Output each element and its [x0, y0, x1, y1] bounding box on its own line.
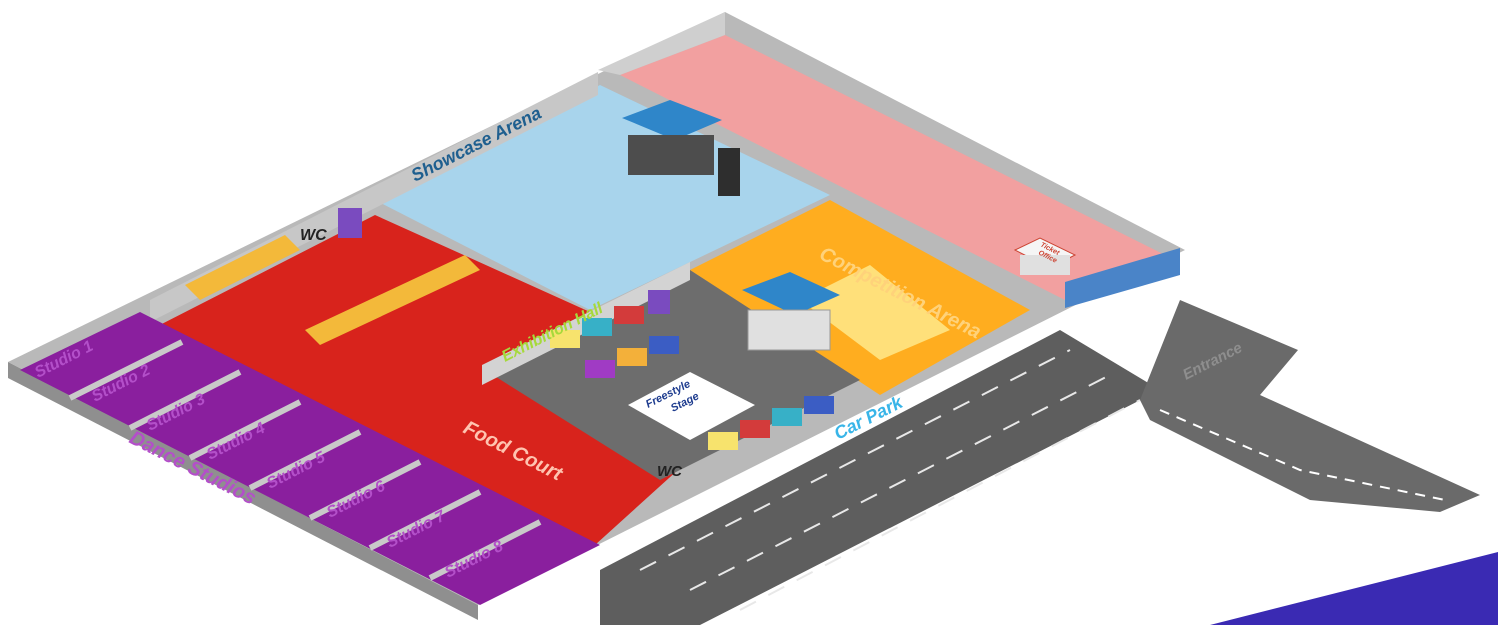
pink-zone	[620, 35, 1165, 300]
studio-dividers	[68, 339, 542, 581]
competition-stage-floor	[800, 265, 950, 360]
glass-facade	[1065, 248, 1180, 308]
road-center-line	[1159, 409, 1446, 501]
venue-base-edge	[8, 362, 478, 620]
wc-label-top: WC	[300, 227, 327, 244]
wc-label-bottom: WC	[657, 463, 683, 480]
food-court-tents	[185, 235, 480, 345]
corner-stage-photo	[1210, 552, 1498, 625]
exhibition-booths	[550, 306, 834, 450]
food-court-floor	[150, 215, 700, 545]
competition-stage	[742, 272, 840, 351]
showcase-stage	[622, 100, 740, 196]
wc-cubicles-exhibition	[648, 290, 670, 314]
entrance-road	[1140, 300, 1480, 512]
parking-lines	[639, 349, 1141, 611]
car-park-lot	[600, 330, 1160, 625]
freestyle-stage-floor	[628, 372, 755, 440]
wc-cubicles-top	[338, 208, 362, 238]
ticket-booth	[1013, 237, 1077, 275]
pink-zone-wall	[598, 12, 725, 75]
showcase-arena-floor	[375, 85, 830, 310]
